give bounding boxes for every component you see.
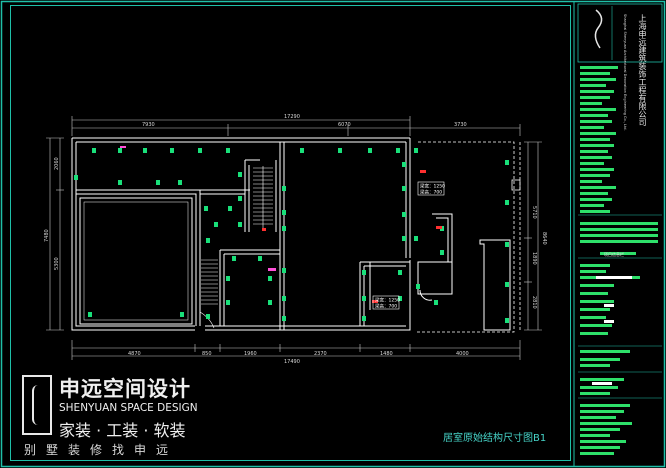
dim-top-overall: 17290 [284,114,300,120]
brand-watermark: 申远空间设计 SHENYUAN SPACE DESIGN 家装 · 工装 · 软… [22,375,212,465]
dim-bottom-seg-1: 4870 [128,351,141,357]
brand-name-cn: 申远空间设计 [59,377,191,401]
right-wing-walls [405,213,511,331]
brand-tagline: 家装 · 工装 · 软装 [59,421,186,440]
dim-right-2: 8640 [541,232,547,245]
beam-tag-upper-line2: 梁高：700 [420,189,442,196]
dim-left-2: 7480 [44,229,50,242]
dim-right-4: 2810 [531,296,537,309]
beam-tag-lower: 梁宽：1250 梁高：700 [372,295,400,310]
dimensions-right [524,141,542,331]
room-large-left [79,197,193,325]
dimensions-left [46,137,64,331]
room-large-left-inner [83,201,189,321]
dim-top-seg-3: 3730 [454,122,467,128]
staircase-lower [199,259,218,329]
dim-bottom-seg-6: 4000 [456,351,469,357]
annotation-marks [120,146,521,303]
dim-bottom-seg-2: 850 [202,351,212,357]
title-block-highlights [592,276,632,385]
title-block-section-label: 项目信息栏 [604,251,624,257]
beam-tag-lower-line2: 梁高：700 [375,303,397,310]
staircase-upper [253,166,273,228]
dim-bottom-overall: 17490 [284,359,300,365]
dimensions-top [71,116,521,136]
brand-logo-icon [22,375,52,435]
company-name: 上海申远建筑装饰工程有限公司 [638,14,647,126]
structural-columns [74,148,509,323]
company-english-name: Shanghai Shenyuan Architectural Decorati… [623,14,627,131]
brand-services: 别墅装修找申远 [24,443,179,457]
title-block [577,3,663,399]
interior-walls [76,142,410,330]
dim-left-1: 2060 [54,157,60,170]
drawing-title: 居室原始结构尺寸图B1 [443,433,547,444]
beam-tag-upper-line1: 梁宽：1250 [420,183,445,190]
floor-plan: 梁宽：1250 梁高：700 梁宽：1250 梁高：700 [71,137,521,333]
dim-left-3: 5300 [54,257,60,270]
site-boundary-right [416,141,521,333]
brand-name-en: SHENYUAN SPACE DESIGN [59,402,198,414]
dimensions-bottom [71,340,521,360]
dim-top-seg-1: 7930 [142,122,155,128]
dim-top-seg-2: 6070 [338,122,351,128]
dim-right-3: 1890 [531,252,537,265]
dim-bottom-seg-5: 1480 [380,351,393,357]
title-block-text-rows [580,66,658,455]
exterior-walls [71,137,411,331]
beam-tag-upper: 梁宽：1250 梁高：700 [417,181,445,196]
dim-bottom-seg-3: 1960 [244,351,257,357]
beam-tag-lower-line1: 梁宽：1250 [375,297,400,304]
dim-right-1: 5710 [531,206,537,219]
drawing-frame [10,5,571,461]
dim-bottom-seg-4: 2370 [314,351,327,357]
